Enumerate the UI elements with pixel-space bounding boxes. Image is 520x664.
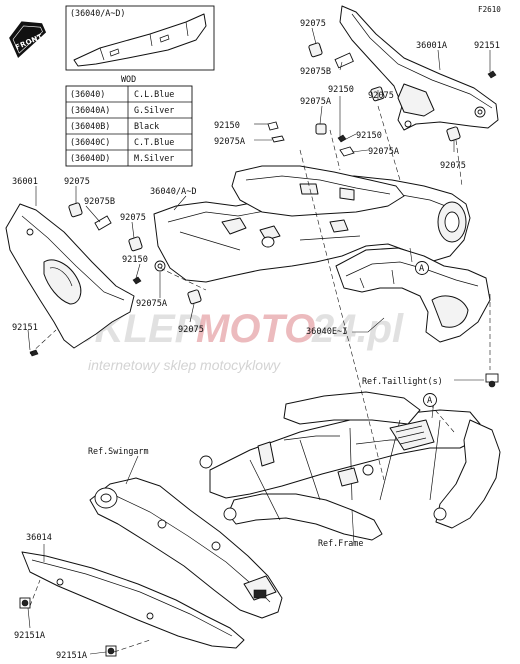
ref-taillight: Ref.Taillight(s) bbox=[362, 376, 443, 386]
frame-assembly bbox=[199, 391, 501, 541]
callout-92075-right-upper: 92075 bbox=[368, 91, 394, 101]
color-code-row-3: (36040B) bbox=[70, 121, 110, 131]
color-name-row-5: M.Silver bbox=[134, 153, 174, 163]
seat-base-inner bbox=[231, 165, 405, 217]
callout-92151-top: 92151 bbox=[474, 41, 500, 51]
callout-92150-mid: 92150 bbox=[122, 255, 148, 265]
inset-box: (36040/A~D) bbox=[65, 5, 215, 71]
color-name-row-1: C.L.Blue bbox=[134, 89, 174, 99]
callout-92150-left-top: 92150 bbox=[214, 121, 240, 131]
color-code-row-4: (36040C) bbox=[70, 137, 110, 147]
ref-swingarm: Ref.Swingarm bbox=[88, 446, 149, 456]
callout-92075a-right: 92075A bbox=[368, 147, 400, 157]
left-side-cover-36001 bbox=[5, 203, 135, 349]
right-side-cover-36001a bbox=[339, 5, 499, 131]
callout-92075-top: 92075 bbox=[300, 19, 326, 29]
callout-92075a-mid: 92075A bbox=[136, 299, 168, 309]
callout-92075a-top: 92075A bbox=[300, 97, 332, 107]
callout-36014: 36014 bbox=[26, 533, 52, 543]
color-name-row-4: C.T.Blue bbox=[134, 137, 174, 147]
diagram-code: F2610 bbox=[478, 5, 501, 14]
inset-label: (36040/A~D) bbox=[70, 8, 125, 18]
color-code-row-2: (36040A) bbox=[70, 105, 110, 115]
watermark-brand-mid: MOTO bbox=[196, 307, 315, 351]
callout-92075-mid: 92075 bbox=[120, 213, 146, 223]
marker-a-lower: A bbox=[427, 396, 433, 406]
watermark: SKLEP MOTO 24.pl internetowy sklep motoc… bbox=[68, 307, 404, 373]
callout-36040e-i: 36040E~I bbox=[306, 327, 347, 337]
callout-36001: 36001 bbox=[12, 177, 38, 187]
swingarm-assembly bbox=[89, 477, 283, 619]
watermark-tagline: internetowy sklep motocyklowy bbox=[88, 357, 281, 373]
chain-cover-36014 bbox=[19, 551, 245, 657]
color-table: WOD (36040) C.L.Blue (36040A) G.Silver (… bbox=[65, 74, 193, 167]
color-code-row-1: (36040) bbox=[70, 89, 105, 99]
callout-92075b-left: 92075B bbox=[84, 197, 115, 207]
marker-a-upper: A bbox=[419, 264, 425, 274]
color-name-row-2: G.Silver bbox=[134, 105, 174, 115]
callout-92151a-2: 92151A bbox=[56, 651, 88, 661]
ref-frame: Ref.Frame bbox=[318, 538, 363, 548]
callout-92075-left: 92075 bbox=[64, 177, 90, 187]
reference-labels: Ref.Taillight(s) Ref.Swingarm Ref.Frame bbox=[88, 376, 443, 548]
connection-markers: A A bbox=[415, 261, 437, 407]
callout-36040-a-d: 36040/A~D bbox=[150, 187, 197, 197]
callout-92150-top: 92150 bbox=[328, 85, 354, 95]
fastener-hardware bbox=[29, 42, 499, 388]
leader-lines bbox=[27, 27, 491, 655]
front-direction-arrow: FRONT bbox=[9, 21, 47, 58]
callout-92075b-top: 92075B bbox=[300, 67, 331, 77]
seat-cowl-lower-36040e bbox=[335, 247, 491, 343]
color-code-row-5: (36040D) bbox=[70, 153, 110, 163]
callout-92150-right: 92150 bbox=[356, 131, 382, 141]
part-callouts: 36001 92075 92075B 36040/A~D 92075 92150… bbox=[12, 19, 500, 661]
color-table-header: WOD bbox=[121, 74, 136, 84]
callout-92151-left: 92151 bbox=[12, 323, 38, 333]
callout-92151a-1: 92151A bbox=[14, 631, 46, 641]
assembly-lines bbox=[29, 105, 491, 653]
callout-92075-right-lower: 92075 bbox=[440, 161, 466, 171]
callout-92075-lower: 92075 bbox=[178, 325, 204, 335]
color-name-row-3: Black bbox=[134, 121, 159, 131]
callout-92075a-left-top: 92075A bbox=[214, 137, 246, 147]
watermark-brand-right: 24.pl bbox=[311, 307, 404, 351]
callout-36001a: 36001A bbox=[416, 41, 448, 51]
